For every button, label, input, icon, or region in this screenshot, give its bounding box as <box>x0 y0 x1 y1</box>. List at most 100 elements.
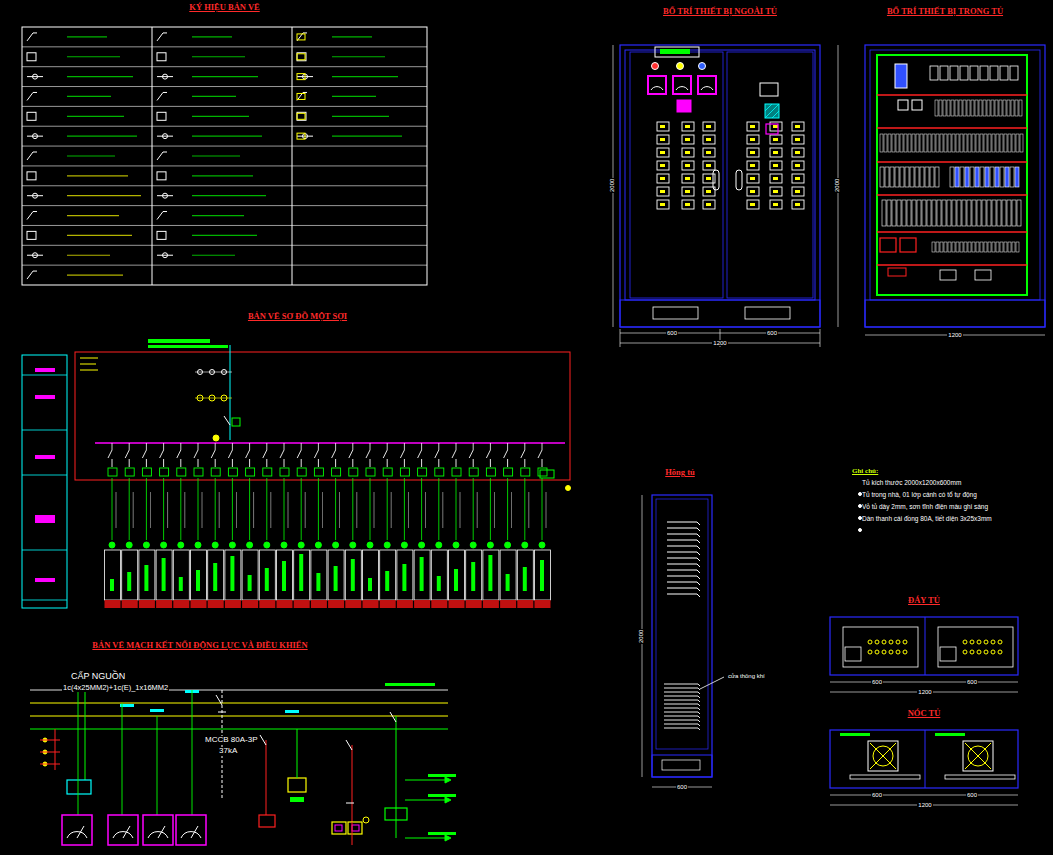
breaker-symbol <box>232 418 240 426</box>
section-title: NÓC TỦ <box>830 708 1018 719</box>
dimension-label: 600 <box>666 330 678 337</box>
switch <box>792 200 804 209</box>
switch <box>703 135 715 144</box>
meter <box>108 815 138 845</box>
load-box <box>483 550 499 600</box>
feeder-cable <box>180 478 181 540</box>
table-rule <box>22 205 427 206</box>
legend-symbol <box>157 92 167 100</box>
switch <box>703 161 715 170</box>
switch <box>747 148 759 157</box>
wire <box>40 752 60 753</box>
terminal <box>964 134 967 152</box>
breaker <box>890 167 894 187</box>
terminal <box>980 134 983 152</box>
din-rail <box>877 161 1027 163</box>
note-text: Tủ kích thước 2000x1200x600mm <box>846 477 1046 489</box>
load-strip <box>122 600 138 608</box>
terminal <box>1004 242 1007 252</box>
feeder-cable <box>456 478 457 540</box>
switch <box>795 138 800 141</box>
busbar <box>95 442 565 444</box>
legend-symbol <box>297 133 305 139</box>
terminal <box>1000 134 1003 152</box>
feeder-breaker <box>160 450 164 467</box>
cable-gland <box>875 650 879 654</box>
feeder-cable <box>249 478 250 540</box>
terminal <box>936 242 939 252</box>
legend-text-mark <box>67 235 132 236</box>
load-mark <box>299 554 303 591</box>
switch <box>770 187 782 196</box>
pilot-light <box>677 63 684 70</box>
switch <box>792 135 804 144</box>
feeder-cable <box>490 478 491 540</box>
cable-tag <box>184 492 185 528</box>
terminal <box>975 100 978 116</box>
dimension-label: 600 <box>966 679 978 686</box>
switch <box>706 164 711 167</box>
switch <box>682 174 694 183</box>
door <box>727 52 813 298</box>
switch <box>795 190 800 193</box>
louver <box>667 576 700 579</box>
wire <box>85 690 86 780</box>
feeder-device <box>400 468 409 476</box>
breaker <box>932 200 936 226</box>
feeder-cable <box>421 478 422 540</box>
terminal <box>959 100 962 116</box>
legend-symbol <box>157 255 173 256</box>
cable-gland <box>984 650 988 654</box>
cable-gland <box>868 650 872 654</box>
pilot-light <box>652 63 659 70</box>
note-text: Dàn thanh cái đồng 80A, tiết diện 3x25x3… <box>846 513 1046 525</box>
section-title: KÝ HIỆU BẢN VẼ <box>22 2 427 13</box>
bar <box>150 709 164 712</box>
load-strip <box>277 600 293 608</box>
inside-view-section: BỐ TRÍ THIẾT BỊ TRONG TỦ <box>845 6 1045 340</box>
breaker <box>905 167 909 187</box>
legend-text-mark <box>192 255 235 256</box>
terminal <box>952 134 955 152</box>
device <box>898 100 908 110</box>
meter-needle <box>191 826 198 838</box>
cable-gland <box>963 650 967 654</box>
legend-symbol <box>27 136 43 137</box>
switch <box>773 125 778 128</box>
switch <box>657 187 669 196</box>
feeder-device <box>314 468 323 476</box>
terminal-dot <box>229 542 235 548</box>
legend-symbol <box>157 76 173 77</box>
wire <box>78 690 79 815</box>
load-mark <box>179 577 183 591</box>
cable-tag <box>528 492 529 528</box>
louver <box>667 546 700 549</box>
mounting-plate <box>877 55 1027 295</box>
cable-tag <box>374 492 375 528</box>
relay <box>888 268 906 276</box>
load-mark <box>213 563 217 591</box>
terminal <box>948 134 951 152</box>
switch <box>703 200 715 209</box>
title-bar <box>148 339 210 343</box>
terminal-dot <box>505 542 511 548</box>
load-box <box>105 550 121 600</box>
load-strip <box>431 600 447 608</box>
wire <box>297 729 298 778</box>
cable-tag <box>116 492 117 528</box>
feeder-cable <box>301 478 302 540</box>
feeder-cable <box>335 478 336 540</box>
terminal <box>1012 242 1015 252</box>
top-view-section: NÓC TỦ <box>830 708 1018 798</box>
legend-text-mark <box>192 195 266 196</box>
meter <box>673 76 691 94</box>
device <box>970 66 978 80</box>
device <box>1000 66 1008 80</box>
legend-symbol <box>27 33 37 41</box>
load-box <box>225 550 241 600</box>
sld-note <box>80 358 98 359</box>
legend-symbol <box>157 195 173 196</box>
terminal <box>924 134 927 152</box>
switch <box>706 125 711 128</box>
selector <box>766 124 778 134</box>
